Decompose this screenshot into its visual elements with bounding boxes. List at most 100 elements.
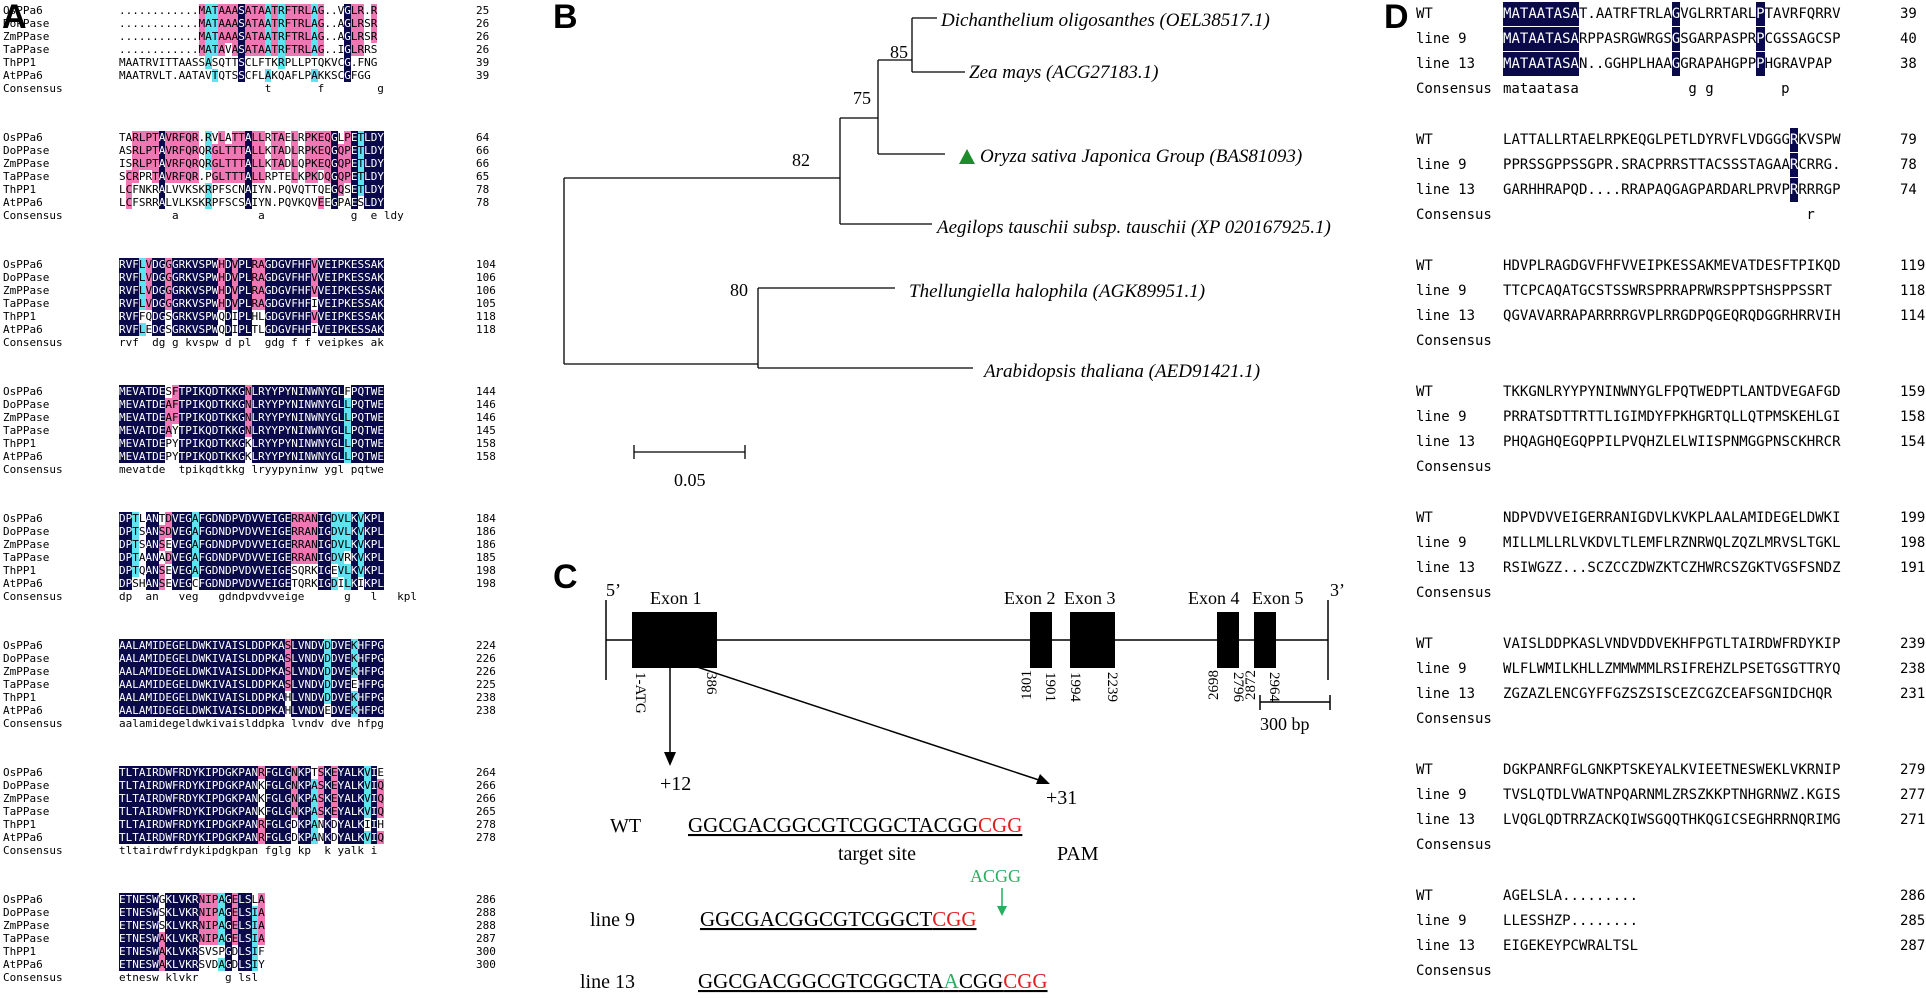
plus31-label: +31 bbox=[1046, 787, 1077, 809]
sequence-name: ThPP1 bbox=[3, 818, 37, 831]
arrow-head-icon bbox=[1036, 774, 1050, 784]
residue-count: 288 bbox=[476, 919, 496, 932]
sequence-residues: t f g bbox=[119, 82, 384, 95]
sequence-residues: MEVATDEAFTPIKQDTKKGNLRYYPYNINWNYGLLPQTWE bbox=[119, 398, 384, 411]
sequence-name: WT bbox=[1416, 888, 1433, 904]
residue-count: 78 bbox=[1900, 157, 1917, 173]
residue-count: 114 bbox=[1900, 308, 1926, 324]
sequence-residues: ETNESWAKLVKRSVSPGDLSIF bbox=[119, 945, 265, 958]
sequence-name: line 9 bbox=[1416, 409, 1467, 425]
sequence-residues: MEVATDEPYTPIKQDTKKGKLRYYPYNINWNYGLLPQTWE bbox=[119, 437, 384, 450]
residue-count: 271 bbox=[1900, 812, 1926, 828]
residue-count: 238 bbox=[476, 704, 496, 717]
residue-count: 38 bbox=[1900, 56, 1917, 72]
exon-1-box bbox=[632, 612, 717, 668]
panel-label-b: B bbox=[553, 0, 578, 36]
sequence-name: AtPPa6 bbox=[3, 196, 43, 209]
sequence-residues: SCRPRTAVRFQR.PGLTTTALLRPTELKPKDQGQPETLDY bbox=[119, 170, 384, 183]
residue-count: 265 bbox=[476, 805, 496, 818]
bootstrap-value: 85 bbox=[890, 42, 908, 62]
sequence-residues: GARHHRAPQD....RRAPAQGAGPARDARLPRVPRRRRGP bbox=[1503, 178, 1841, 202]
residue-count: 78 bbox=[476, 196, 490, 209]
residue-count: 118 bbox=[476, 323, 496, 336]
sequence-residues: LCFSRRALVLKSKRPFSCSAIYN.PQVKQVEEGPAESLDY bbox=[119, 196, 384, 209]
sequence-residues: etnesw klvkr g lsl bbox=[119, 971, 259, 984]
sequence-residues: ASRLPTAVRFQRQRGLTTTALLKTADLRPKEQGQPETLDY bbox=[119, 144, 384, 157]
sequence-name: TaPPase bbox=[3, 932, 50, 945]
residue-count: 65 bbox=[476, 170, 490, 183]
line13-label: line 13 bbox=[580, 971, 635, 993]
sequence-residues: PPRSSGPPSSGPR.SRACPRRSTTACSSSTAGAARCRRG. bbox=[1503, 153, 1841, 177]
position-label: 2698 bbox=[1206, 670, 1222, 700]
residue-count: 286 bbox=[1900, 888, 1926, 904]
sequence-name: line 9 bbox=[1416, 787, 1467, 803]
residue-count: 158 bbox=[476, 437, 496, 450]
sequence-name: DoPPase bbox=[3, 144, 50, 157]
sequence-name: ZmPPase bbox=[3, 30, 50, 43]
sequence-name: Consensus bbox=[1416, 207, 1492, 223]
exon-label: Exon 4 bbox=[1188, 588, 1240, 608]
sequence-residues: ............MATAAASATAATRFTRLAG..AGLRSR bbox=[119, 17, 378, 30]
sequence-name: OsPPa6 bbox=[3, 4, 43, 17]
sequence-name: ThPP1 bbox=[3, 56, 37, 69]
scale-label: 0.05 bbox=[674, 470, 706, 490]
residue-count: 226 bbox=[476, 665, 496, 678]
residue-count: 158 bbox=[476, 450, 496, 463]
residue-count: 239 bbox=[1900, 636, 1926, 652]
taxon-label: Zea mays (ACG27183.1) bbox=[969, 62, 1158, 83]
sequence-residues: MEVATDEPYTPIKQDTKKGKLRYYPYNINWNYGLLPQTWE bbox=[119, 450, 384, 463]
sequence-name: WT bbox=[1416, 6, 1433, 22]
sequence-name: ThPP1 bbox=[3, 691, 37, 704]
exon-4-box bbox=[1217, 612, 1239, 668]
sequence-name: line 13 bbox=[1416, 56, 1476, 72]
sequence-name: Consensus bbox=[1416, 459, 1492, 475]
sequence-residues: DPTSANSEVEGAFGDNDPVDVVEIGERRANIGDVLKVKPL bbox=[119, 538, 384, 551]
sequence-name: TaPPase bbox=[3, 551, 50, 564]
sequence-residues: MATAATASAT.AATRFTRLAGVGLRRTARLPTAVRFQRRV bbox=[1503, 2, 1841, 26]
residue-count: 191 bbox=[1900, 560, 1926, 576]
position-label: 2239 bbox=[1104, 672, 1120, 702]
sequence-residues: LVQGLQDTRRZACKQIWSGQQTHKQGICSEGHRRNQRIMG bbox=[1503, 812, 1841, 828]
residue-count: 66 bbox=[476, 157, 490, 170]
position-label: 2964 bbox=[1266, 672, 1282, 703]
sequence-name: Consensus bbox=[1416, 81, 1492, 97]
scale-label: 300 bp bbox=[1260, 714, 1310, 734]
sequence-residues: LATTALLRTAELRPKEQGLPETLDYRVFLVDGGGRKVSPW bbox=[1503, 128, 1841, 152]
sequence-residues: DPTSANSDVEGAFGDNDPVDVVEIGERRANIGDVLKVKPL bbox=[119, 525, 384, 538]
sequence-name: Consensus bbox=[1416, 333, 1492, 349]
residue-count: 78 bbox=[476, 183, 490, 196]
exon-3-box bbox=[1070, 612, 1115, 668]
phylogenetic-tree: Dichanthelium oligosanthes (OEL38517.1) … bbox=[563, 10, 1331, 490]
sequence-name: Consensus bbox=[1416, 837, 1492, 853]
sequence-residues: MATAATASARPPASRGWRGSGSGARPASPRPCGSSAGCSP bbox=[1503, 27, 1841, 51]
position-label: 2872 bbox=[1243, 670, 1259, 700]
sequence-name: ThPP1 bbox=[3, 945, 37, 958]
target-site-label: target site bbox=[838, 843, 916, 865]
sequence-residues: RSIWGZZ...SCZCCZDWZKTCZHWRCSZGKTVGSFSNDZ bbox=[1503, 560, 1841, 576]
bootstrap-value: 82 bbox=[792, 150, 810, 170]
sequence-residues: AALAMIDEGELDWKIVAISLDDPKAHLVNDVEDVEKHFPG bbox=[119, 704, 384, 717]
sequence-name: ThPP1 bbox=[3, 437, 37, 450]
sequence-name: ZmPPase bbox=[3, 792, 50, 805]
residue-count: 279 bbox=[1900, 762, 1926, 778]
sequence-name: Consensus bbox=[3, 82, 63, 95]
sequence-name: WT bbox=[1416, 762, 1433, 778]
sequence-residues: ETNESWSKLVKRNIPAGELSIA bbox=[119, 919, 265, 932]
line13-sequence: GGCGACGGCGTCGGCTAACGGCGG bbox=[698, 969, 1048, 993]
exon-5-box bbox=[1254, 612, 1276, 668]
sequence-name: WT bbox=[1416, 510, 1433, 526]
residue-count: 26 bbox=[476, 30, 490, 43]
sequence-residues: TVSLQTDLVWATNPQARNMLZRSZKKPTNHGRNWZ.KGIS bbox=[1503, 787, 1841, 803]
residue-count: 185 bbox=[476, 551, 496, 564]
residue-count: 266 bbox=[476, 779, 496, 792]
sequence-residues: AGELSLA......... bbox=[1503, 888, 1638, 904]
residue-count: 105 bbox=[476, 297, 496, 310]
sequence-residues: MEVATDEAFTPIKQDTKKGNLRYYPYNINWNYGLLPQTWE bbox=[119, 411, 384, 424]
residue-count: 288 bbox=[476, 906, 496, 919]
sequence-residues: TLTAIRDWFRDYKIPDGKPANRFGLGDKPANKDYALKIIH bbox=[119, 818, 384, 831]
sequence-name: line 9 bbox=[1416, 535, 1467, 551]
exon-2-box bbox=[1030, 612, 1052, 668]
sequence-residues: ETNESWAKLVKRNIPAGELSIA bbox=[119, 932, 265, 945]
sequence-name: DoPPase bbox=[3, 906, 50, 919]
sequence-residues: QGVAVARRAPARRRRGVPLRRGDPQGEQRQDGGRHRRVIH bbox=[1503, 308, 1841, 324]
